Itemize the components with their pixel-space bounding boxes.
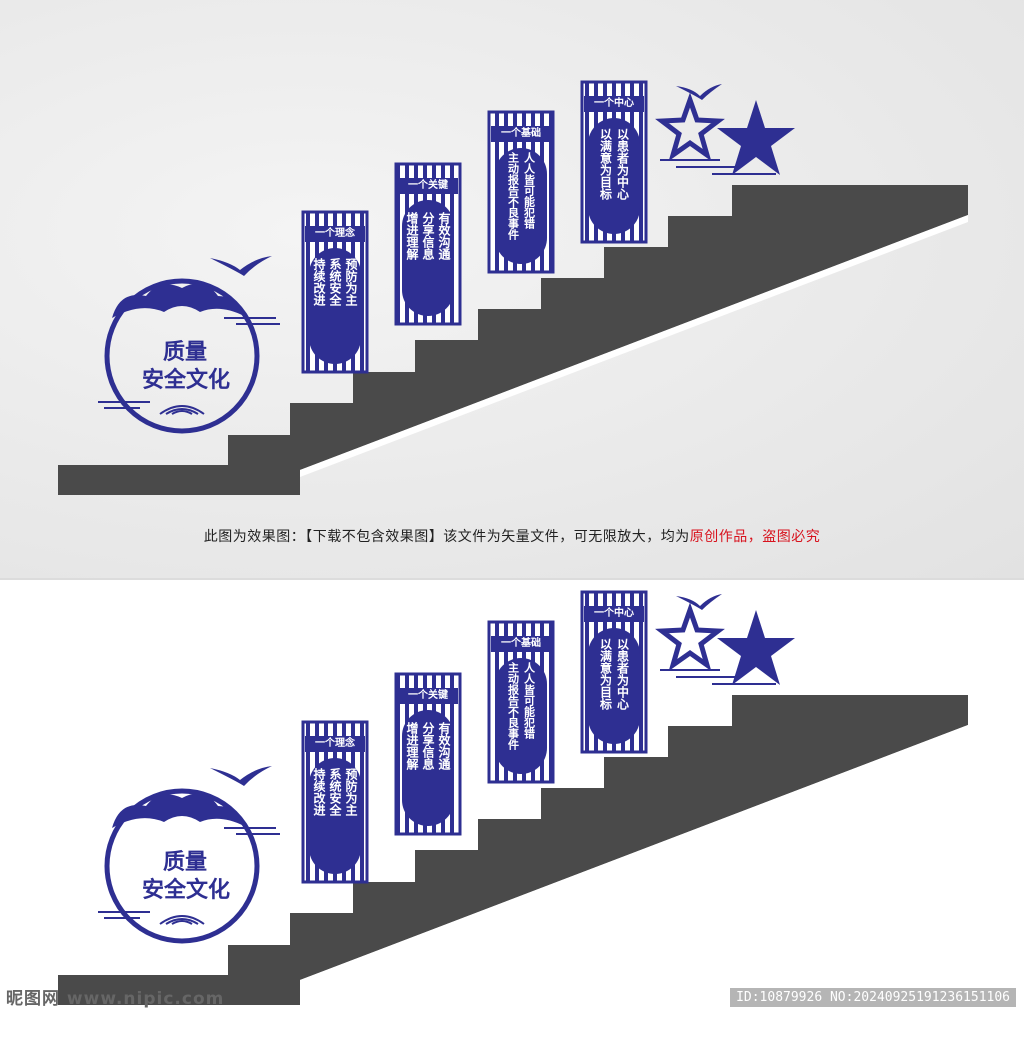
board-title: 一个中心 [594,98,634,109]
board-line: 主动报告不良事件 [506,152,520,240]
board-line: 以满意为目标 [598,128,613,200]
emblem-title-line1: 质量 [162,850,207,875]
scene-bottom: 质量 安全文化 一个理念 预防为主 系统安全 持续改进 一个关键 有效沟通 分享… [0,510,1024,1050]
board-line: 增进理解 [405,722,419,770]
emblem-title-line2: 安全文化 [141,368,230,393]
board-line: 持续改进 [312,768,326,816]
scene-bottom-graphics [58,590,968,1005]
board-line: 有效沟通 [437,722,451,770]
caption-normal: 此图为效果图：【下载不包含效果图】该文件为矢量文件，可无限放大，均为 [203,529,690,545]
star-solid-icon [717,610,795,685]
scene-top-graphics [58,80,968,495]
board-body: 预防为主 系统安全 持续改进 [311,258,359,358]
emblem [98,788,280,944]
board-body: 以患者为中心 以满意为目标 [590,128,638,228]
board-line: 人人皆可能犯错 [522,662,536,739]
board-line: 有效沟通 [437,212,451,260]
board-line: 预防为主 [344,258,358,306]
emblem-title-line2: 安全文化 [141,878,230,903]
staircase [58,185,968,495]
board-line: 系统安全 [328,258,342,306]
star-solid-icon [717,100,795,175]
board-body: 人人皆可能犯错 主动报告不良事件 [497,152,545,264]
stair-underside [300,215,968,477]
watermark-site: 昵图网 www.nipic.com [6,989,225,1009]
caption-red: 原创作品，盗图必究 [689,529,821,545]
bird-icon [210,256,272,276]
emblem [98,278,280,434]
star-outline-icon [655,92,725,162]
board-body: 预防为主 系统安全 持续改进 [311,768,359,868]
board-line: 分享信息 [421,722,435,770]
bird-icon [676,594,722,610]
bird-icon [676,84,722,100]
board-body: 以患者为中心 以满意为目标 [590,638,638,738]
cloud-icon [112,793,244,828]
panel-divider [0,578,1024,580]
board-body: 有效沟通 分享信息 增进理解 [404,722,452,822]
board-title: 一个关键 [408,180,448,191]
watermark-id: ID:10879926 NO:20240925191236151106 [730,988,1016,1007]
star-outline-icon [655,602,725,672]
board-body: 有效沟通 分享信息 增进理解 [404,212,452,312]
board-title: 一个基础 [501,128,541,139]
board-line: 分享信息 [421,212,435,260]
scene-top: 质量 安全文化 一个理念 预防为主 系统安全 持续改进 一个关键 有效沟通 分享… [58,80,968,495]
bird-icon [210,766,272,786]
board-line: 以患者为中心 [615,128,630,200]
board-body: 人人皆可能犯错 主动报告不良事件 [497,662,545,774]
board-title: 一个中心 [594,608,634,619]
cloud-icon [112,283,244,318]
board-title: 一个基础 [501,638,541,649]
board-line: 增进理解 [405,212,419,260]
effect-caption: 此图为效果图：【下载不包含效果图】该文件为矢量文件，可无限放大，均为原创作品，盗… [0,526,1024,546]
wave-icon [159,405,205,415]
board-line: 主动报告不良事件 [506,662,520,750]
board-line: 以满意为目标 [598,638,613,710]
emblem-title-line1: 质量 [162,340,207,365]
board-line: 持续改进 [312,258,326,306]
board-title: 一个理念 [315,738,355,749]
board-line: 系统安全 [328,768,342,816]
board-line: 以患者为中心 [615,638,630,710]
board-title: 一个关键 [408,690,448,701]
wave-icon [159,915,205,925]
board-line: 人人皆可能犯错 [522,152,536,229]
staircase [58,695,968,1005]
board-title: 一个理念 [315,228,355,239]
stair-underside [300,725,968,987]
board-line: 预防为主 [344,768,358,816]
